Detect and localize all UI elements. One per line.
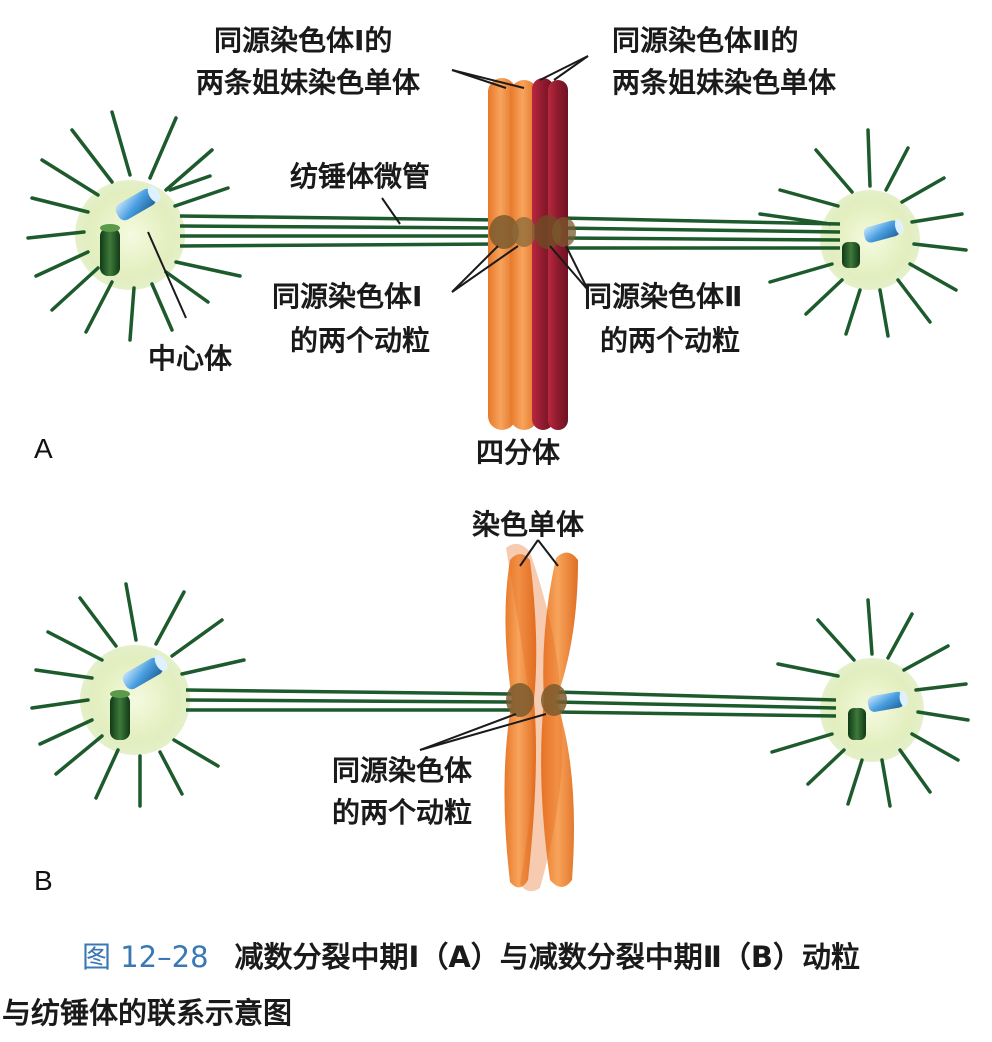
tetrad (488, 78, 576, 430)
label-spindle: 纺锤体微管 (290, 160, 430, 193)
kinetochore-a1 (489, 215, 519, 249)
label-sisters-1-line1: 同源染色体Ⅰ的 (214, 24, 392, 57)
label-chromatids: 染色单体 (472, 508, 585, 541)
label-kinetochore-1-line1: 同源染色体Ⅰ (272, 280, 422, 313)
caption-text-2: 与纺锤体的联系示意图 (2, 996, 293, 1030)
kinetochore-a2 (512, 217, 536, 247)
leader-lines-b (419, 539, 559, 751)
kinetochore-a4 (552, 217, 576, 247)
panel-b: 染色单体 同源染色体 的两个动粒 B (30, 508, 970, 896)
label-sisters-2-line2: 两条姐妹染色单体 (612, 66, 837, 99)
label-centriole: 中心体 (148, 342, 233, 375)
panel-a: 同源染色体Ⅰ的 两条姐妹染色单体 同源染色体Ⅱ的 两条姐妹染色单体 纺锤体微管 … (26, 24, 968, 469)
centrosome-left-a (26, 110, 242, 342)
panel-b-marker: B (34, 865, 53, 896)
figure-number: 图 12–28 (82, 940, 209, 974)
label-sisters-1-line2: 两条姐妹染色单体 (196, 66, 421, 99)
spindle-microtubules-b (185, 688, 837, 718)
caption-line-1: 图 12–28 减数分裂中期Ⅰ（A）与减数分裂中期Ⅱ（B）动粒 (82, 934, 982, 976)
centrosome-left-b (30, 582, 246, 808)
label-kinetochores-line1: 同源染色体 (332, 754, 473, 787)
label-tetrad: 四分体 (476, 436, 561, 469)
label-kinetochore-2-line1: 同源染色体Ⅱ (584, 280, 742, 313)
spindle-microtubules-a (179, 214, 841, 250)
label-kinetochore-1-line2: 的两个动粒 (290, 324, 430, 357)
chromosome-b (504, 543, 578, 892)
caption-line-2: 与纺锤体的联系示意图 (2, 990, 902, 1032)
centrosome-right-a (758, 128, 968, 338)
label-sisters-2-line1: 同源染色体Ⅱ的 (612, 24, 798, 57)
label-kinetochores-line2: 的两个动粒 (332, 796, 472, 829)
caption-text-1: 减数分裂中期Ⅰ（A）与减数分裂中期Ⅱ（B）动粒 (234, 940, 860, 974)
leader-lines-a (147, 55, 589, 319)
centrosome-right-b (770, 598, 970, 808)
panel-a-marker: A (34, 433, 53, 464)
kinetochore-b1 (506, 683, 534, 717)
diagram-canvas: 同源染色体Ⅰ的 两条姐妹染色单体 同源染色体Ⅱ的 两条姐妹染色单体 纺锤体微管 … (26, 24, 970, 896)
kinetochore-b2 (541, 684, 567, 716)
label-kinetochore-2-line2: 的两个动粒 (600, 324, 740, 357)
